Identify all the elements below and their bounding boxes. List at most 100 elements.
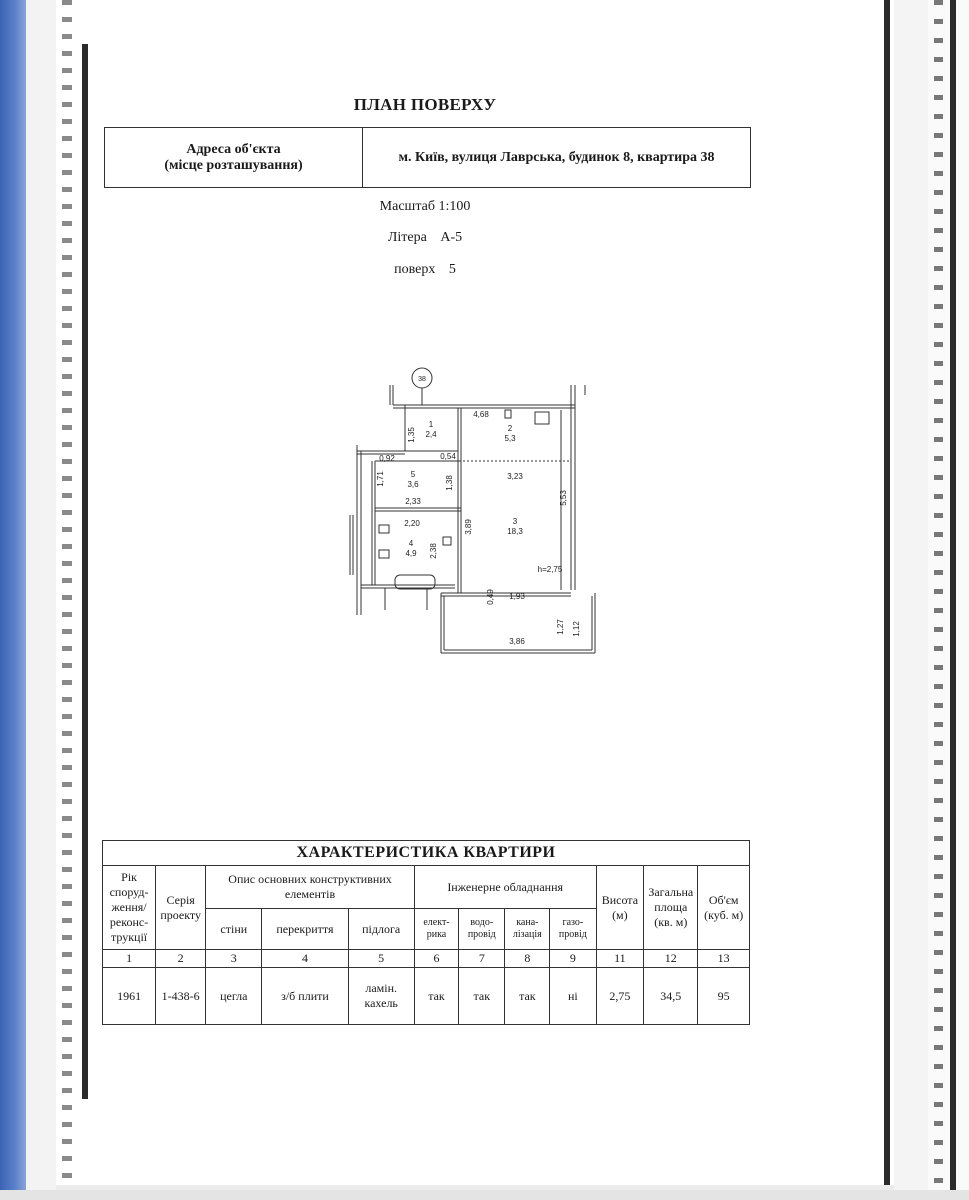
dim-2-20: 2,20 <box>404 519 420 528</box>
header-volume-line1: Об'єм <box>708 892 739 907</box>
dim-h-2-75: h=2,75 <box>538 565 563 574</box>
room-2-area: 5,3 <box>504 434 516 443</box>
value-series: 1-438-6 <box>155 967 207 1025</box>
header-electric-line1: елект- <box>423 916 450 928</box>
header-series-line1: Серія <box>166 892 195 907</box>
header-year-line1: Рік <box>121 870 137 884</box>
room-1-area: 2,4 <box>425 430 437 439</box>
header-height-line2: (м) <box>612 907 628 922</box>
header-year: Рік споруд- ження/ реконс- трукції <box>101 865 157 950</box>
header-water-line2: провід <box>467 929 496 940</box>
col-number: 1 <box>101 949 157 968</box>
value-year: 1961 <box>101 967 157 1025</box>
address-label-line2: (місце розташування) <box>164 157 303 173</box>
value-total-area: 34,5 <box>643 967 699 1025</box>
room-3-number: 3 <box>513 517 518 526</box>
col-number: 3 <box>205 949 263 968</box>
header-gas-line2: провід <box>558 929 587 940</box>
room-5-area: 3,6 <box>407 480 419 489</box>
dim-1-27: 1,27 <box>556 619 565 635</box>
dim-1-71: 1,71 <box>376 471 385 487</box>
col-number: 8 <box>504 949 551 968</box>
scale-label: Масштаб <box>379 199 435 214</box>
litera-label: Літера <box>387 230 427 245</box>
dim-1-12: 1,12 <box>572 621 581 637</box>
col-number: 9 <box>549 949 597 968</box>
value-gas: ні <box>549 967 597 1025</box>
room-2-number: 2 <box>508 424 513 433</box>
header-series: Серія проекту <box>155 865 207 950</box>
page-border-right <box>884 0 890 1185</box>
header-floor: підлога <box>347 908 415 950</box>
header-elements-line1: Опис основних конструктивних <box>228 872 392 886</box>
next-page-border <box>950 0 956 1190</box>
header-year-line5: трукції <box>110 930 148 944</box>
floor-plan: 38 1 2,4 2 5,3 3 18,3 4 4,9 5 3,6 1,35 4… <box>349 367 596 654</box>
apartment-number: 38 <box>418 376 426 383</box>
header-water: водо- провід <box>458 908 506 950</box>
dim-1-38: 1,38 <box>445 475 454 491</box>
table-title: ХАРАКТЕРИСТИКА КВАРТИРИ <box>102 840 750 866</box>
header-area-line2: площа <box>654 900 688 914</box>
dim-2-38: 2,38 <box>429 543 438 559</box>
dim-3-89: 3,89 <box>464 519 473 535</box>
col-number: 13 <box>697 949 750 968</box>
litera-line: Літера А-5 <box>300 230 550 246</box>
room-4-area: 4,9 <box>405 549 417 558</box>
dim-2-33: 2,33 <box>405 497 421 506</box>
room-5-number: 5 <box>411 470 416 479</box>
dim-0-92: 0,92 <box>379 454 395 463</box>
header-year-line2: споруд- <box>109 885 149 899</box>
header-gas-line1: газо- <box>562 916 584 928</box>
address-table: Адреса об'єкта (місце розташування) м. К… <box>104 127 751 188</box>
background-bottom <box>0 1190 969 1200</box>
dim-0-54: 0,54 <box>440 452 456 461</box>
dim-5-53: 5,53 <box>559 490 568 506</box>
header-water-line1: водо- <box>470 916 494 928</box>
header-electric-line2: рика <box>426 929 447 940</box>
col-number: 7 <box>458 949 506 968</box>
value-electric: так <box>413 967 460 1025</box>
value-sewer: так <box>504 967 551 1025</box>
header-sewer: кана- лізація <box>504 908 551 950</box>
page-border-left <box>82 44 88 1099</box>
header-volume: Об'єм (куб. м) <box>697 865 750 950</box>
litera-value: А-5 <box>440 230 463 245</box>
col-number: 6 <box>413 949 460 968</box>
background-margin <box>26 0 56 1190</box>
value-floor-line1: ламін. <box>365 981 398 995</box>
col-number: 11 <box>595 949 645 968</box>
header-area-line3: (кв. м) <box>654 915 688 929</box>
scale-value: 1:100 <box>438 199 471 214</box>
header-walls: стіни <box>205 908 263 950</box>
page-title: ПЛАН ПОВЕРХУ <box>353 95 497 114</box>
next-page-edge <box>928 0 969 1190</box>
header-gas: газо- провід <box>549 908 597 950</box>
floor-label: поверх <box>394 262 436 277</box>
value-volume: 95 <box>697 967 750 1025</box>
room-4-number: 4 <box>409 539 414 548</box>
address-label-cell: Адреса об'єкта (місце розташування) <box>104 127 363 188</box>
value-water: так <box>458 967 506 1025</box>
value-walls: цегла <box>205 967 263 1025</box>
header-year-line4: реконс- <box>109 915 149 929</box>
floor-line: поверх 5 <box>300 262 550 278</box>
col-number: 2 <box>155 949 207 968</box>
address-label-line1: Адреса об'єкта <box>186 141 281 157</box>
value-floor-line2: кахель <box>364 996 398 1010</box>
header-area-line1: Загальна <box>648 885 694 899</box>
scale-line: Масштаб 1:100 <box>300 199 550 215</box>
header-total-area: Загальна площа (кв. м) <box>643 865 699 950</box>
dim-3-23: 3,23 <box>507 472 523 481</box>
header-elements: Опис основних конструктивних елементів <box>205 865 415 909</box>
header-engineering: Інженерне обладнання <box>413 865 597 909</box>
header-elements-line2: елементів <box>284 887 336 901</box>
header-series-line2: проекту <box>160 907 201 922</box>
col-number: 5 <box>347 949 415 968</box>
apartment-characteristics-table: ХАРАКТЕРИСТИКА КВАРТИРИ Рік споруд- женн… <box>101 840 750 1025</box>
col-number: 4 <box>261 949 349 968</box>
background-blue-edge <box>0 0 26 1200</box>
binding-holes-right <box>934 0 943 1190</box>
dim-4-68: 4,68 <box>473 410 489 419</box>
binding-holes-left <box>62 0 72 1185</box>
